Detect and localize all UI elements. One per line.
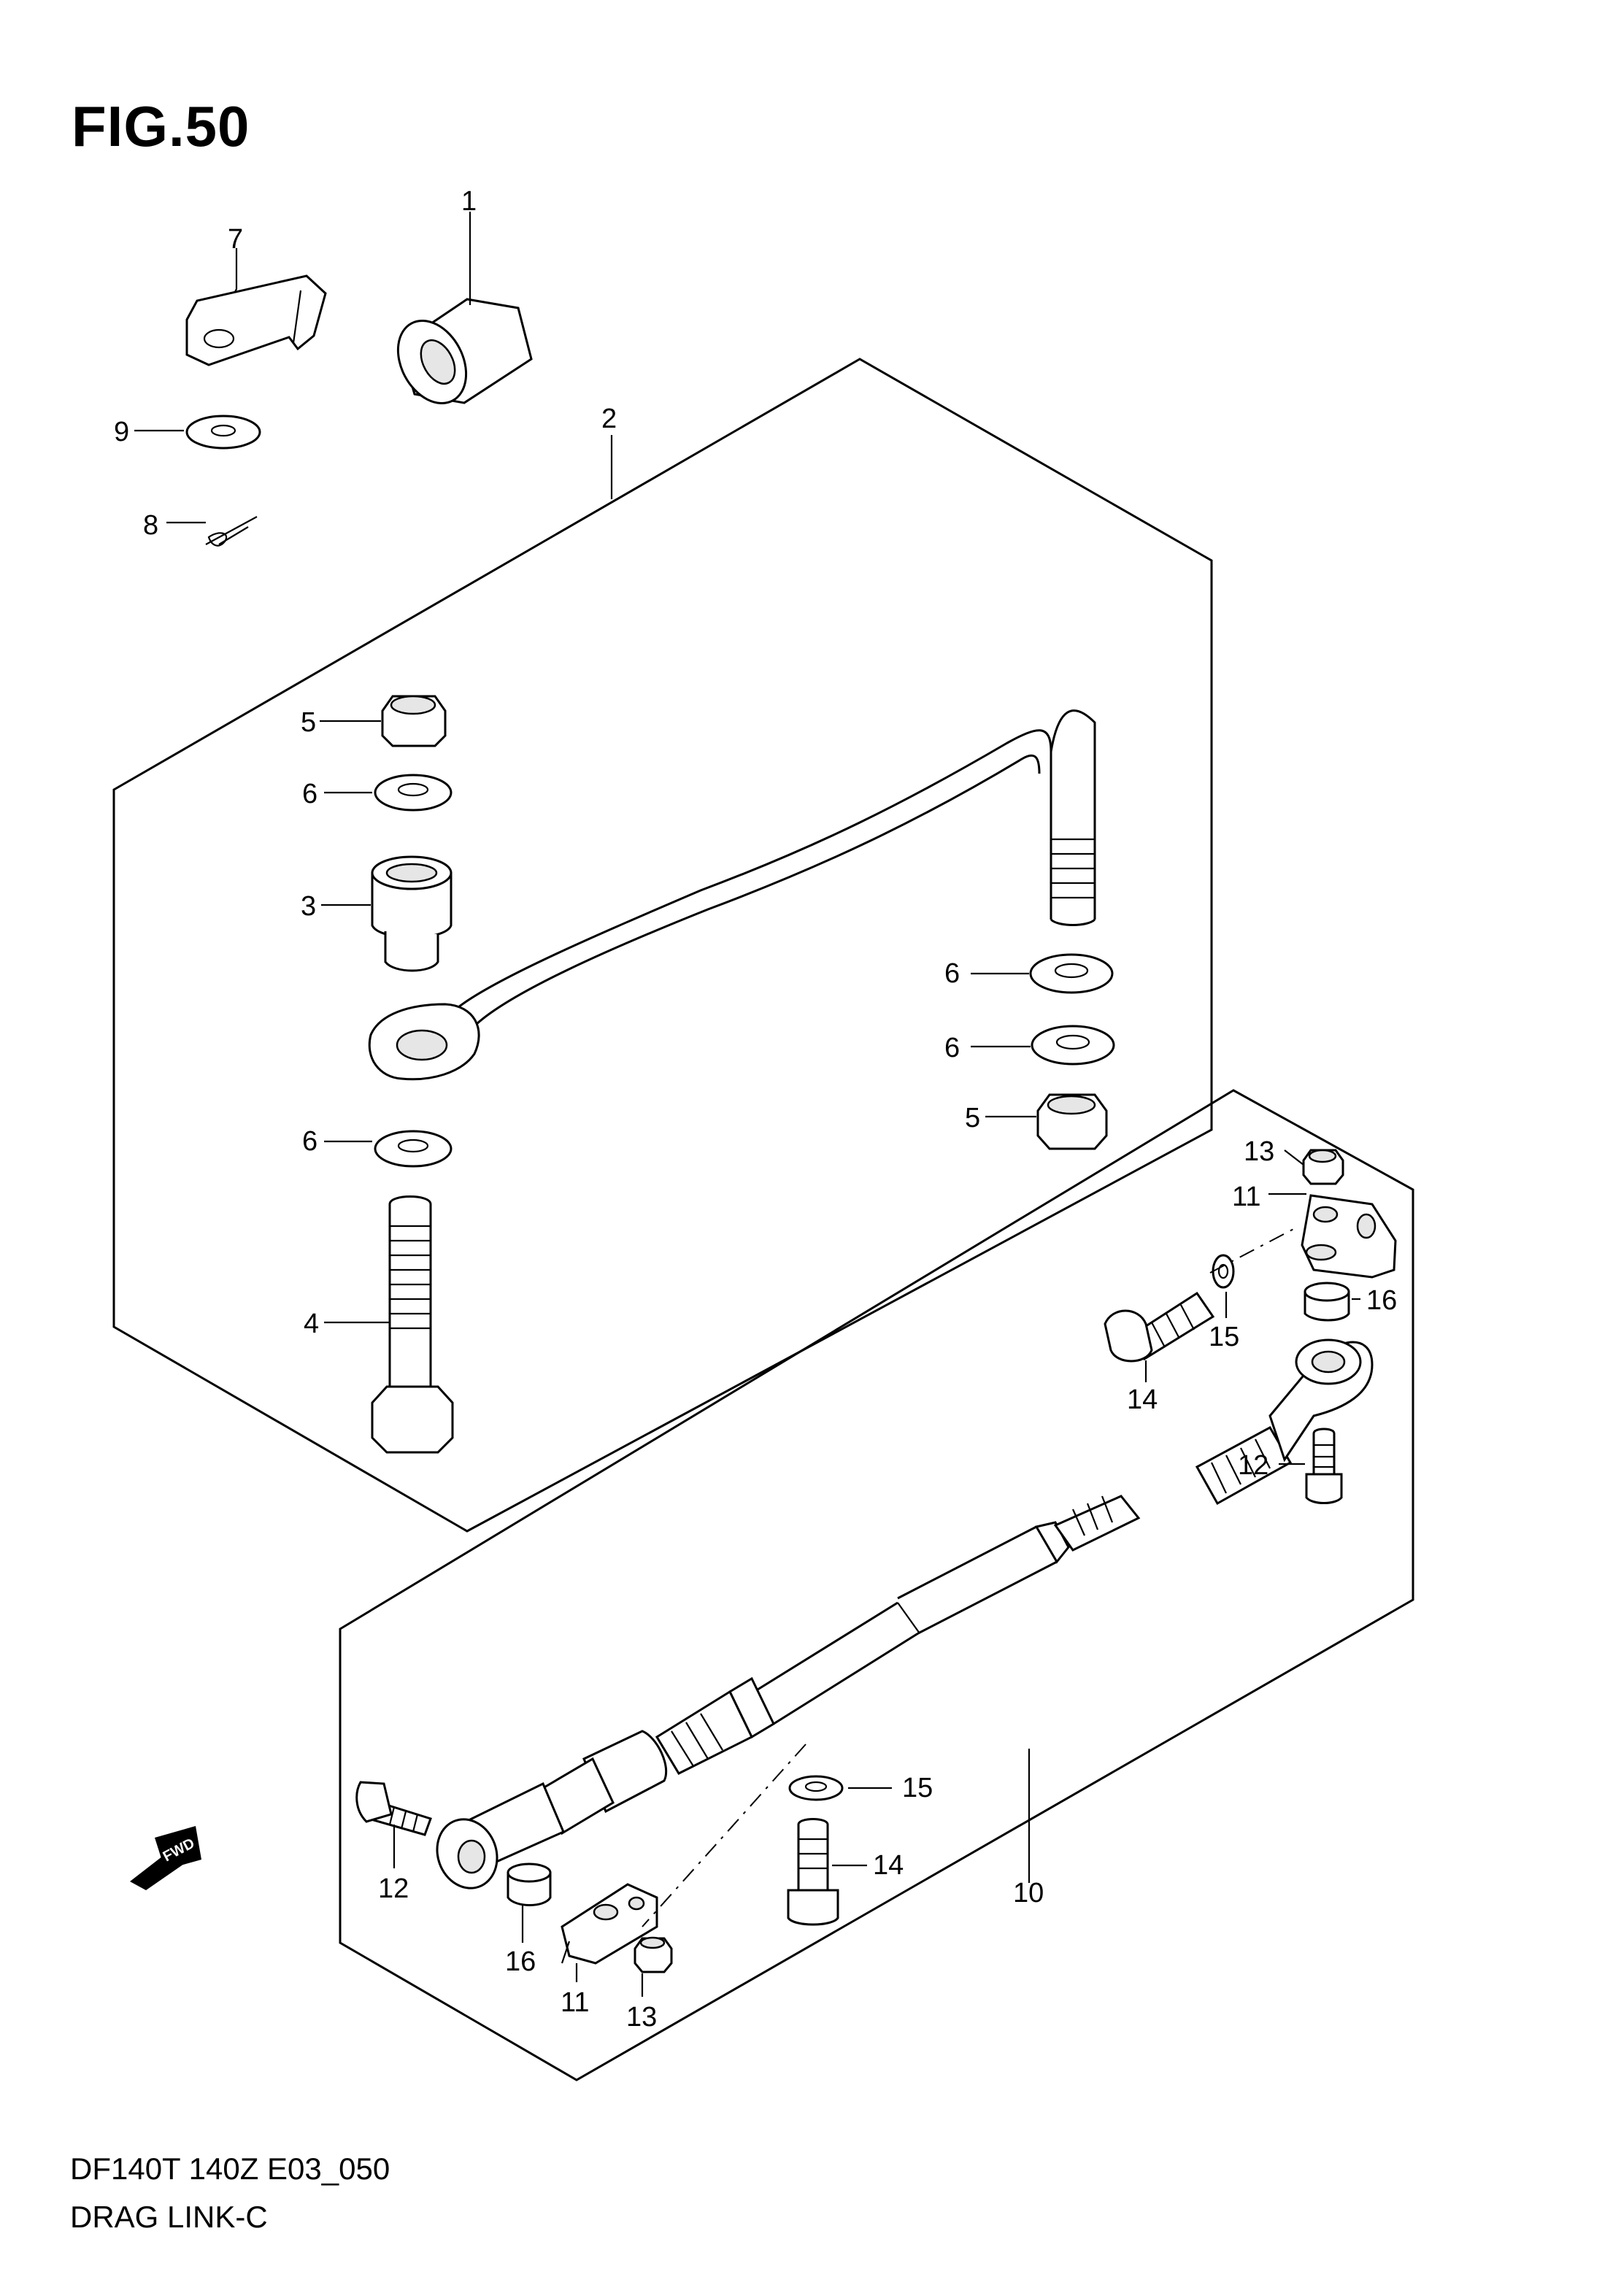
callout-14-bottom: 14	[873, 1850, 904, 1881]
model-code: DF140T 140Z E03_050	[70, 2151, 390, 2186]
section-name: DRAG LINK-C	[70, 2200, 268, 2234]
part-13-nut-top	[1302, 1149, 1344, 1185]
part-6-washer-left-b	[374, 1130, 453, 1168]
part-5-nut-top	[381, 695, 447, 747]
callout-13-top: 13	[1244, 1136, 1274, 1167]
part-5-nut-right	[1036, 1093, 1108, 1150]
callout-7: 7	[228, 224, 243, 255]
callout-11-top: 11	[1232, 1182, 1260, 1212]
callout-5-top: 5	[301, 707, 316, 738]
fwd-arrow-icon: FWD	[130, 1826, 201, 1890]
part-14-bolt-bottom	[787, 1818, 839, 1926]
callout-1: 1	[461, 186, 477, 217]
part-9-washer	[185, 415, 261, 450]
part-4-bolt	[371, 1195, 454, 1454]
part-10-tie-rod	[436, 1338, 1374, 1889]
callout-6-lower-left: 6	[302, 1126, 317, 1157]
part-11-bracket-bottom	[561, 1883, 658, 1965]
callout-6-right-b: 6	[944, 1033, 960, 1063]
part-6-washer-right-a	[1029, 953, 1114, 994]
leader-lines	[134, 212, 1360, 1997]
callout-14-top: 14	[1127, 1384, 1158, 1415]
part-14-bolt-top	[1104, 1291, 1215, 1363]
callout-15-bottom: 15	[902, 1773, 933, 1803]
part-15-washer-bottom	[788, 1775, 844, 1801]
part-13-nut-bottom	[634, 1936, 673, 1973]
callout-4: 4	[304, 1309, 319, 1339]
callout-12-right: 12	[1238, 1450, 1268, 1481]
callout-16-bottom: 16	[505, 1946, 536, 1977]
part-16-spacer-top	[1304, 1282, 1350, 1322]
callout-9: 9	[114, 417, 129, 447]
assembly-2-group-outline	[112, 358, 1213, 1533]
callout-13-bottom: 13	[626, 2002, 657, 2033]
callout-6-right-a: 6	[944, 958, 960, 989]
part-12-bolt-left	[355, 1781, 432, 1836]
callout-16-top: 16	[1366, 1285, 1397, 1316]
assembly-line-upper	[1209, 1225, 1300, 1274]
assembly-line-lower	[642, 1744, 806, 1927]
part-2-drag-link-rod	[368, 709, 1096, 1081]
callout-12-left: 12	[378, 1873, 409, 1904]
part-6-washer-right-b	[1031, 1025, 1115, 1066]
part-6-washer-left-a	[374, 774, 453, 812]
part-3-collar	[371, 855, 453, 972]
callout-8: 8	[143, 510, 158, 541]
part-16-spacer-bottom	[507, 1862, 552, 1906]
callout-10: 10	[1013, 1878, 1044, 1908]
part-12-bolt-right	[1305, 1428, 1343, 1504]
callout-2: 2	[601, 404, 617, 434]
part-8-cotter-pin	[205, 516, 258, 547]
part-1-bushing	[396, 298, 533, 405]
callout-5-right: 5	[965, 1103, 980, 1133]
callout-11-bottom: 11	[561, 1987, 589, 2018]
assembly-10-group-outline	[339, 1089, 1414, 2081]
callout-3: 3	[301, 891, 316, 922]
callout-6-upper-left: 6	[302, 779, 317, 809]
part-15-washer-top	[1212, 1254, 1235, 1289]
part-7-arm	[185, 274, 327, 366]
callout-15-top: 15	[1209, 1322, 1239, 1352]
figure-title: FIG.50	[72, 94, 250, 158]
part-11-bracket-top	[1301, 1194, 1397, 1279]
